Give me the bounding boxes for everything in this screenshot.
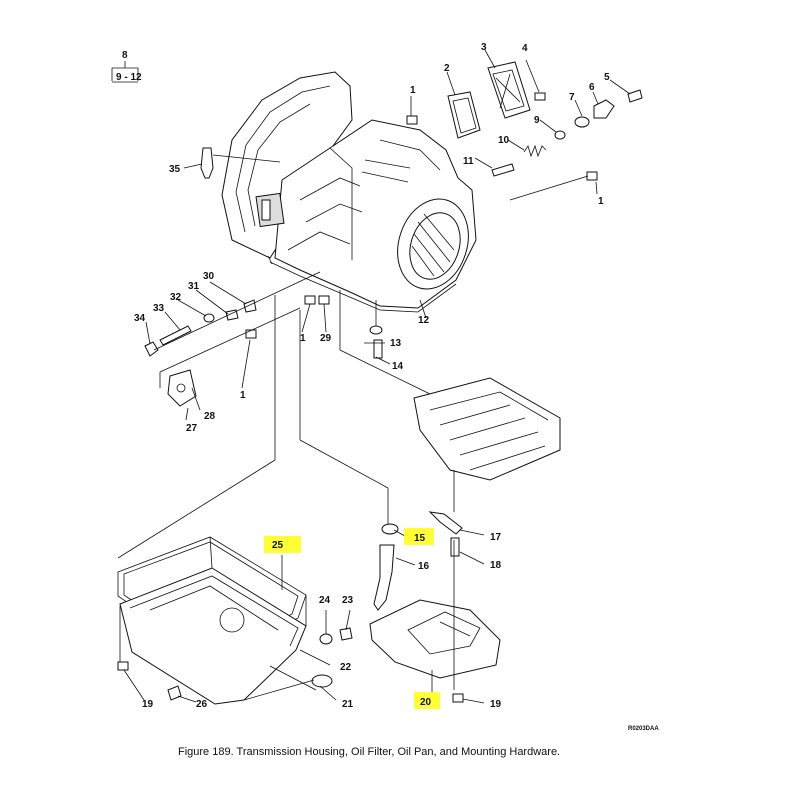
- sensor-6: [593, 99, 615, 119]
- callout-32: 32: [170, 292, 182, 303]
- callout-31: 31: [188, 281, 200, 292]
- callout-4: 4: [522, 43, 528, 54]
- magnet-21: [311, 674, 333, 688]
- drawing-code: R0203DAA: [628, 726, 659, 732]
- callout-30: 30: [203, 271, 215, 282]
- callout-24: 24: [319, 595, 331, 606]
- cover-plate-3: [487, 61, 531, 119]
- washer-32: [203, 313, 215, 323]
- callout-26: 26: [196, 699, 208, 710]
- washer-24: [319, 633, 333, 645]
- callout-18: 18: [490, 560, 502, 571]
- bolt-18: [450, 537, 460, 557]
- callout-33: 33: [153, 303, 165, 314]
- highlight-25: [264, 536, 301, 553]
- reference-top: 8: [122, 50, 128, 61]
- seal-7: [574, 116, 590, 128]
- tube-16: [373, 544, 395, 611]
- callout-7: 7: [569, 92, 575, 103]
- washer-13: [369, 325, 383, 335]
- reference-index: 8 9 - 12: [111, 50, 142, 83]
- nut-34: [144, 341, 159, 357]
- callout-25: 25: [272, 540, 284, 551]
- callout-34: 34: [134, 313, 146, 324]
- callout-6: 6: [589, 82, 595, 93]
- bolt-29: [318, 295, 330, 305]
- callout-1: 1: [240, 390, 246, 401]
- pin-11: [491, 163, 515, 177]
- callout-13: 13: [390, 338, 402, 349]
- callout-14: 14: [392, 361, 404, 372]
- callout-23: 23: [342, 595, 354, 606]
- plug-26: [167, 685, 182, 701]
- bolt-1-mid: [304, 295, 316, 305]
- callout-1: 1: [300, 333, 306, 344]
- bracket-17: [428, 511, 463, 535]
- callout-10: 10: [498, 135, 510, 146]
- screw-5: [609, 79, 643, 103]
- rod-33: [159, 325, 192, 346]
- leader-lines: [117, 49, 599, 704]
- callout-27: 27: [186, 423, 198, 434]
- callout-19: 19: [142, 699, 154, 710]
- callout-16: 16: [418, 561, 430, 572]
- bolt-19-left: [117, 661, 129, 671]
- callout-28: 28: [204, 411, 216, 422]
- callout-29: 29: [320, 333, 332, 344]
- transmission-housing: [221, 71, 477, 313]
- callout-3: 3: [481, 42, 487, 53]
- highlight-15: [404, 528, 434, 545]
- reference-range: 9 - 12: [116, 72, 142, 83]
- breather-35: [200, 147, 214, 179]
- callout-21: 21: [342, 699, 354, 710]
- callout-19: 19: [490, 699, 502, 710]
- plug-31: [225, 309, 239, 321]
- ring-9: [554, 130, 566, 140]
- bolt-1-top: [406, 115, 418, 125]
- callout-15: 15: [414, 533, 426, 544]
- callout-11: 11: [463, 156, 474, 167]
- callout-labels: 1 1 1 1 2 3 4 5 6 7 9 10 11 12 13 14 15 …: [134, 42, 610, 710]
- callout-22: 22: [340, 662, 352, 673]
- valve-body: [413, 377, 561, 481]
- callout-17: 17: [490, 532, 502, 543]
- bolt-19-right: [452, 693, 464, 703]
- bolt-1-left: [245, 329, 257, 339]
- oil-filter-20: [369, 599, 501, 679]
- callout-20: 20: [420, 697, 432, 708]
- figure-caption: Figure 189. Transmission Housing, Oil Fi…: [178, 746, 560, 758]
- bolt-14: [373, 339, 383, 359]
- seal-15: [381, 523, 399, 535]
- bolt-4: [525, 59, 546, 101]
- fitting-30: [243, 299, 257, 313]
- cover-gasket-2: [447, 91, 481, 139]
- callout-2: 2: [444, 63, 450, 74]
- spring-10: [523, 144, 547, 158]
- bracket-28: [167, 369, 197, 407]
- callout-9: 9: [534, 115, 540, 126]
- oil-pan: [119, 567, 307, 705]
- callout-35: 35: [169, 164, 181, 175]
- callout-1: 1: [410, 85, 416, 96]
- highlight-20: [414, 692, 440, 709]
- bolt-1-right: [586, 171, 598, 181]
- callout-5: 5: [604, 72, 610, 83]
- callout-12: 12: [418, 315, 430, 326]
- callout-1: 1: [598, 196, 604, 207]
